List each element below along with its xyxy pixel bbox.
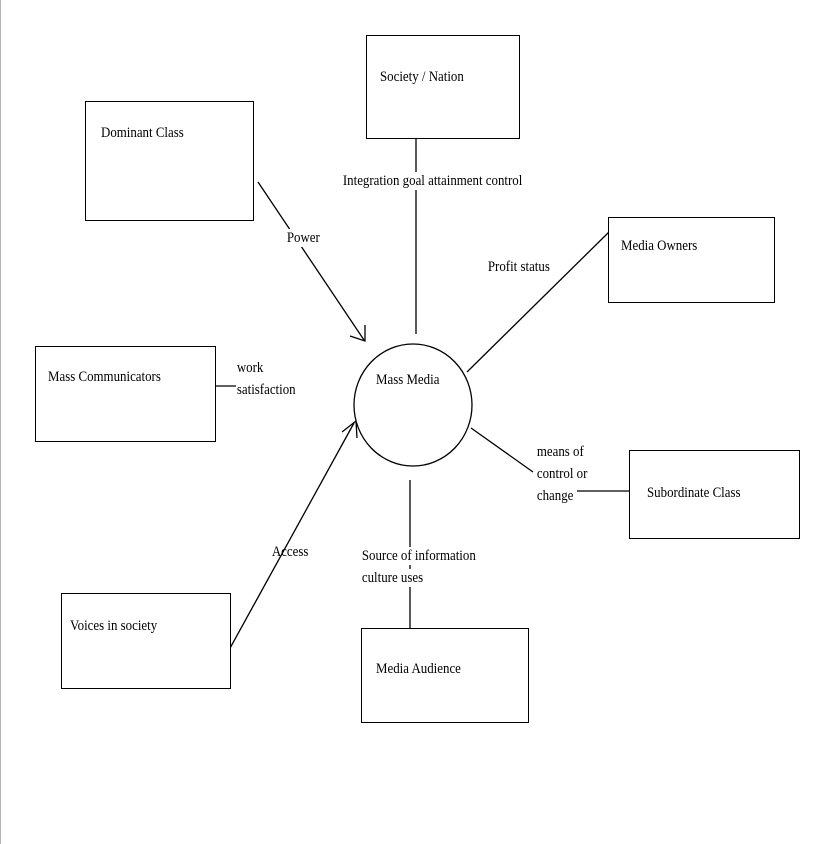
society-nation-label: Society / Nation: [380, 69, 464, 85]
arrowhead-power: [349, 325, 366, 342]
mass-communicators-box: Mass Communicators: [35, 346, 216, 442]
subordinate-edge-label-1: means of: [536, 444, 584, 460]
society-nation-box: Society / Nation: [366, 35, 520, 139]
society-edge-label: Integration goal attainment control: [342, 172, 524, 190]
voices-in-society-box: Voices in society: [61, 593, 231, 689]
subordinate-edge-label-2: control or: [536, 466, 588, 482]
subordinate-class-label: Subordinate Class: [647, 485, 741, 501]
mass-communicators-edge-label-2: satisfaction: [236, 382, 296, 398]
mass-communicators-label: Mass Communicators: [48, 369, 161, 385]
subordinate-class-box: Subordinate Class: [629, 450, 800, 539]
voices-edge-label: Access: [271, 544, 309, 560]
subordinate-edge-label-3: change: [536, 488, 574, 504]
left-border: [0, 0, 1, 844]
media-owners-edge-label: Profit status: [487, 259, 550, 275]
mass-media-circle: [353, 343, 473, 467]
media-audience-box: Media Audience: [361, 628, 529, 723]
mass-communicators-edge-label-1: work: [236, 360, 264, 376]
audience-edge-label-1: Source of information: [361, 547, 477, 565]
edge-line-media-owners: [466, 231, 610, 373]
media-owners-box: Media Owners: [608, 217, 775, 303]
mass-media-label: Mass Media: [376, 372, 440, 388]
media-audience-label: Media Audience: [376, 661, 461, 677]
media-owners-label: Media Owners: [621, 238, 698, 254]
dominant-class-label: Dominant Class: [101, 125, 184, 141]
arrowhead-access: [341, 419, 358, 439]
audience-edge-label-2: culture uses: [361, 569, 424, 587]
edge-line-subordinate-a: [470, 427, 534, 473]
edge-line-voices: [228, 422, 355, 651]
dominant-class-edge-label: Power: [286, 229, 321, 247]
dominant-class-box: Dominant Class: [85, 101, 254, 221]
voices-in-society-label: Voices in society: [70, 618, 158, 634]
edge-line-dominant-class: [257, 181, 365, 341]
